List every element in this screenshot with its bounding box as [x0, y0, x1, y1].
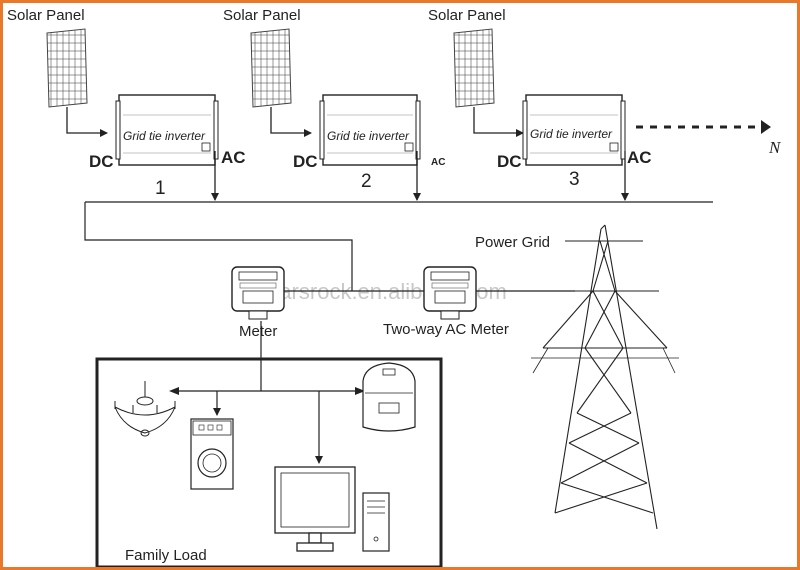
computer-monitor-icon	[274, 466, 356, 552]
washing-machine-icon	[190, 418, 234, 490]
ac-label-3: AC	[627, 148, 652, 167]
family-load-label: Family Load	[125, 547, 207, 564]
inverter-label-3: Grid tie inverter	[530, 127, 613, 141]
ac-label-1: AC	[221, 148, 246, 167]
dc-label-2: DC	[293, 152, 318, 171]
inverter-label-2: Grid tie inverter	[327, 129, 410, 143]
solar-panel-3	[453, 28, 495, 108]
inverter-3: Grid tie inverter	[522, 94, 626, 166]
meter-icon	[231, 266, 285, 320]
solar-panel-label-2: Solar Panel	[223, 7, 301, 24]
solar-panel-1	[46, 28, 88, 108]
dc-arrow-1	[66, 107, 108, 137]
ac-label-2: AC	[431, 157, 445, 168]
solar-unit-1: Solar Panel Grid tie inverter DC AC 1	[7, 7, 246, 201]
solar-panel-label-1: Solar Panel	[7, 7, 85, 24]
continuation-label: N	[768, 138, 782, 157]
dc-label-3: DC	[497, 152, 522, 171]
power-tower-icon	[531, 224, 679, 530]
two-way-meter-label: Two-way AC Meter	[383, 321, 509, 338]
solar-unit-3: Solar Panel Grid tie inverter DC AC 3	[428, 7, 652, 201]
solar-panel-label-3: Solar Panel	[428, 7, 506, 24]
solar-unit-2: Solar Panel Grid tie inverter DC AC 2	[223, 7, 445, 201]
continuation-arrowhead-icon	[761, 120, 771, 134]
dc-label-1: DC	[89, 152, 114, 171]
computer-tower-icon	[362, 492, 390, 552]
two-way-meter-icon	[423, 266, 477, 320]
inverter-label-1: Grid tie inverter	[123, 129, 206, 143]
inverter-number-1: 1	[155, 178, 166, 199]
rice-cooker-icon	[362, 362, 416, 432]
arrow-to-cooker-icon	[355, 387, 365, 395]
dc-arrow-2	[270, 107, 312, 137]
solar-panel-2	[250, 28, 292, 108]
inverter-number-2: 2	[361, 171, 372, 192]
meter-label: Meter	[239, 323, 277, 340]
inverter-1: Grid tie inverter	[115, 94, 219, 166]
dc-arrow-3	[473, 107, 524, 137]
diagram-canvas: marsrock.en.alibaba.com Solar Panel Grid…	[7, 7, 782, 567]
inverter-2: Grid tie inverter	[319, 94, 421, 166]
inverter-number-3: 3	[569, 169, 580, 190]
ac-bus-loop	[84, 202, 353, 291]
chandelier-icon	[114, 381, 176, 437]
power-grid-label: Power Grid	[475, 234, 550, 251]
family-load-box	[95, 357, 443, 567]
arrow-to-lamp-icon	[169, 387, 179, 395]
